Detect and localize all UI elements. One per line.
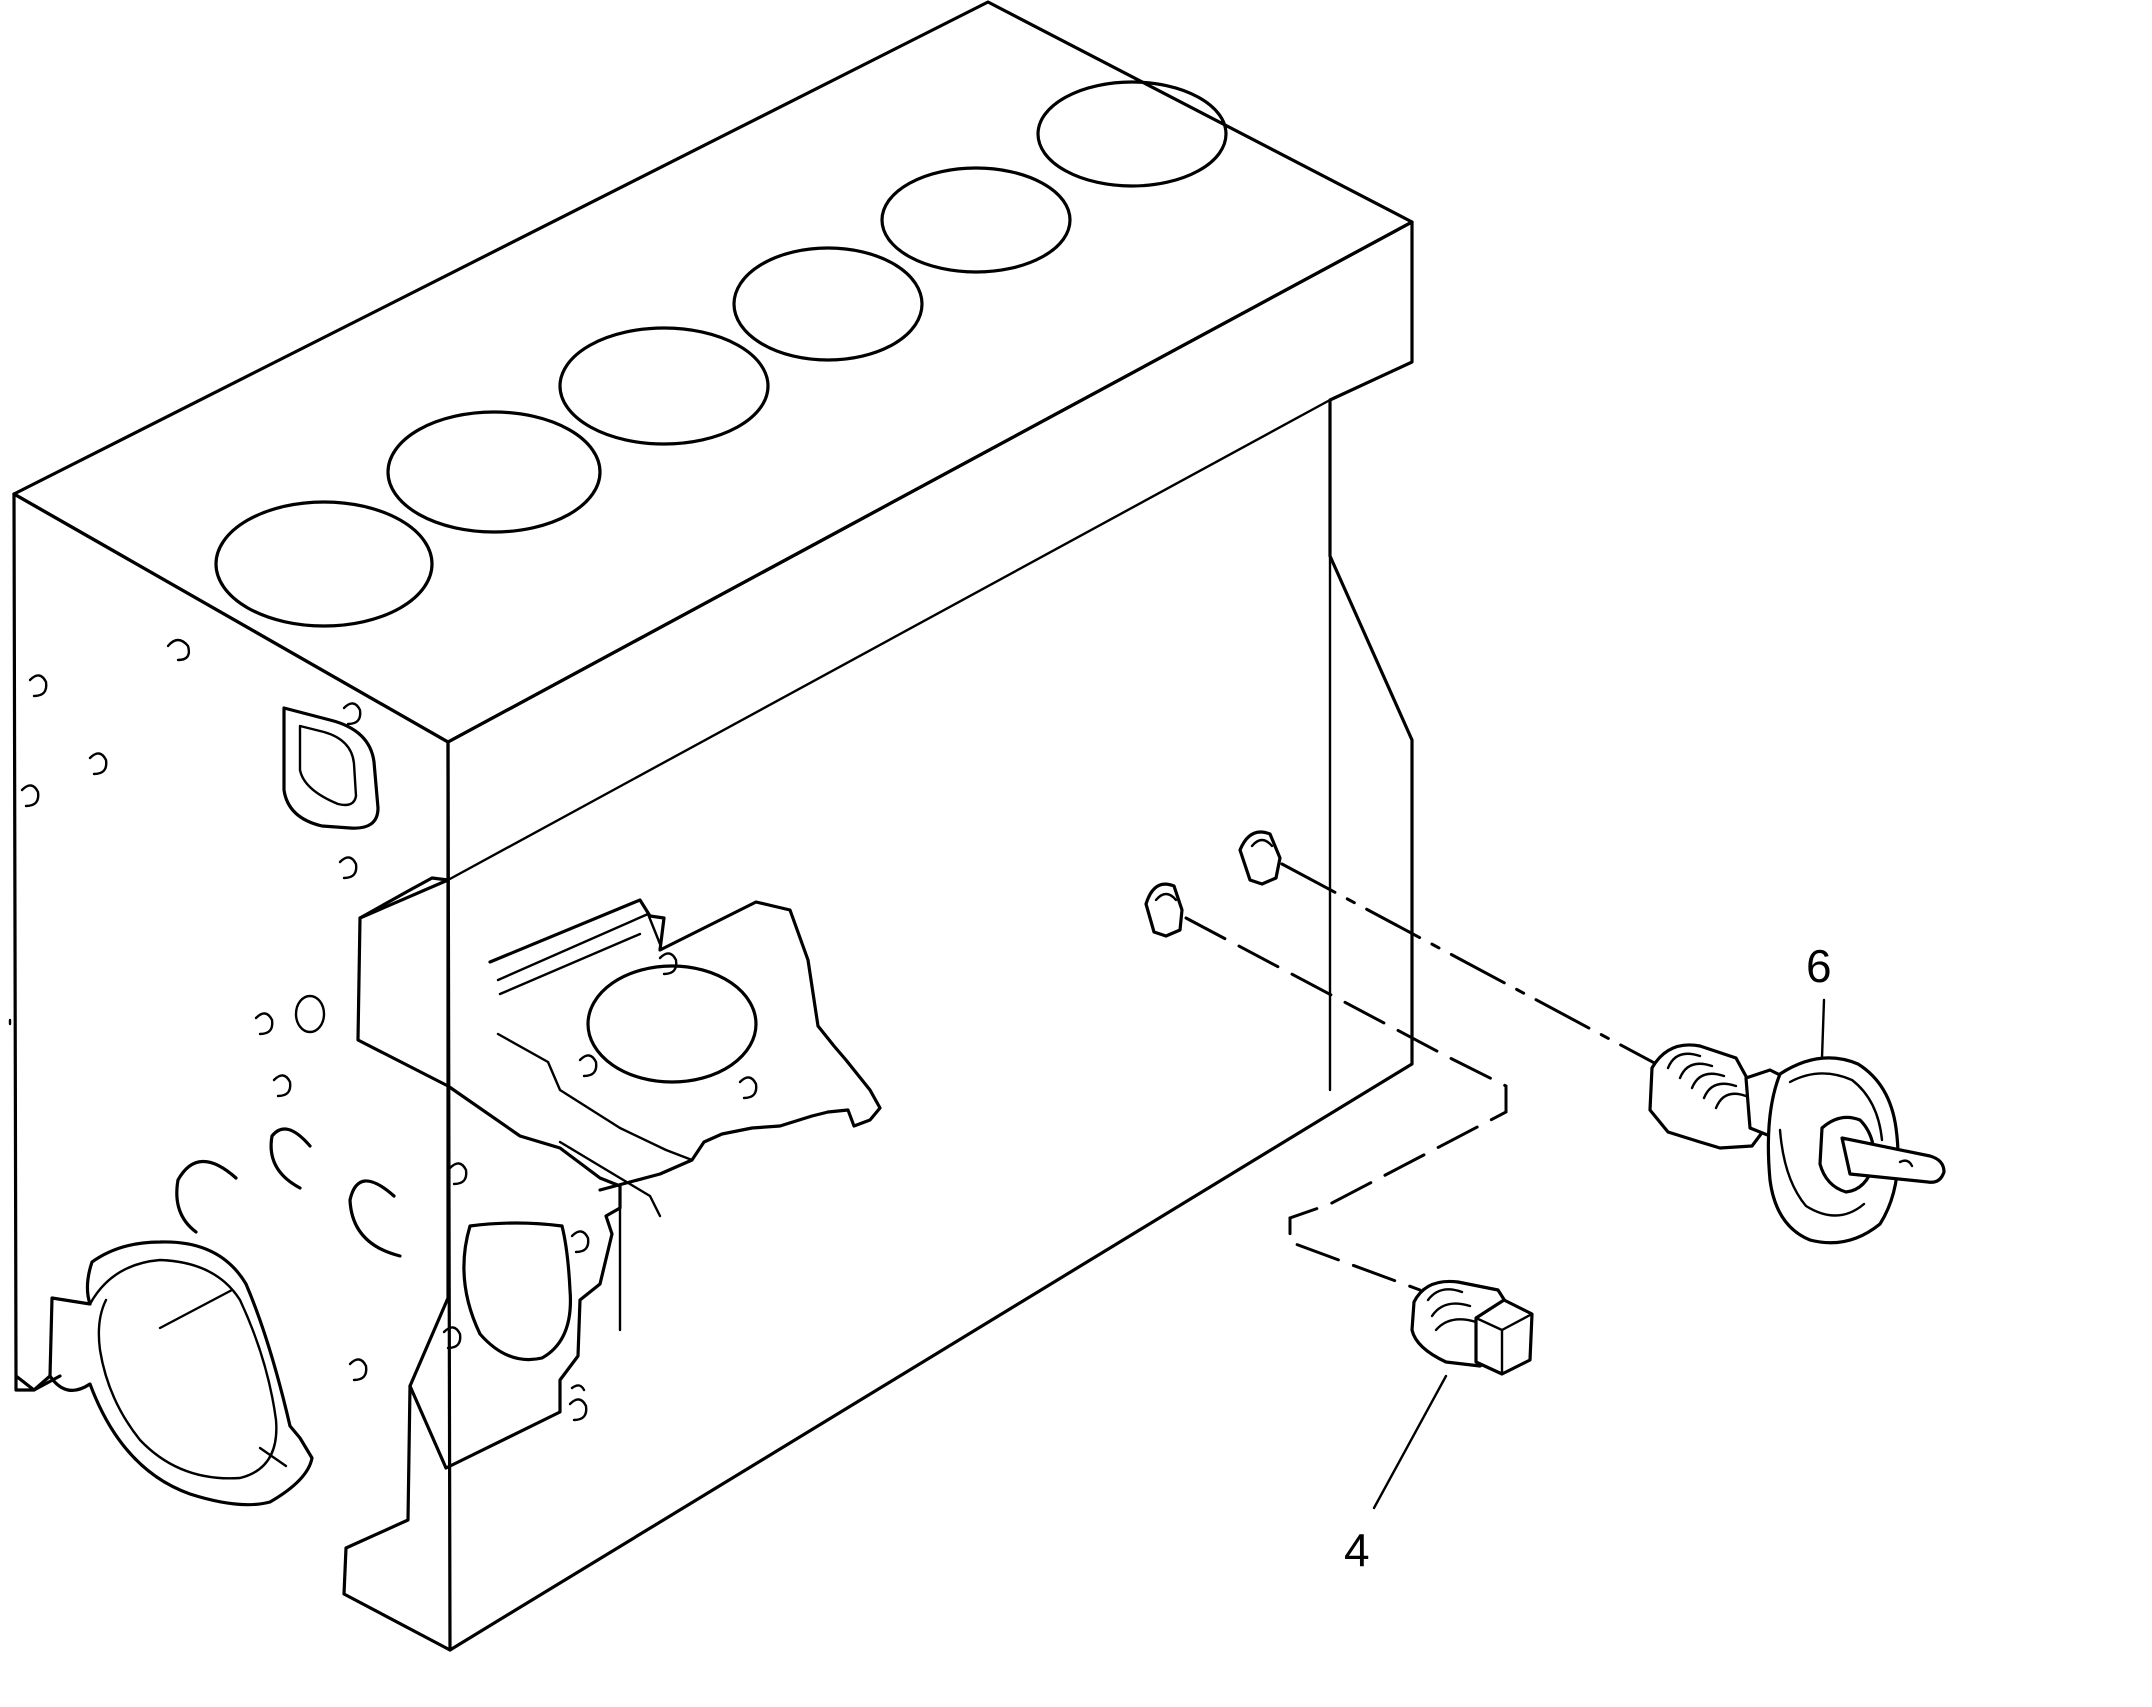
side-port-upper [1238, 830, 1282, 886]
callouts: 6 4 [1344, 940, 1832, 1576]
sender-body-rim-2 [1778, 1128, 1866, 1217]
sender-terminal-hole [1898, 1159, 1914, 1168]
cylinder-bore-3 [558, 326, 770, 446]
callout-label-4: 4 [1344, 1524, 1370, 1576]
drain-plug [1410, 1279, 1534, 1376]
rear-hole-5 [342, 702, 362, 726]
gear-pad-hole-2 [578, 1054, 598, 1078]
block-top-deck [12, 0, 1414, 744]
rear-boss-1 [294, 994, 326, 1034]
rear-hole-14 [570, 1384, 586, 1392]
sender-thread-line-3 [1690, 1072, 1726, 1090]
rear-hole-7 [254, 1012, 274, 1036]
side-ports [1144, 830, 1282, 938]
side-port-lower-inner [1154, 892, 1178, 902]
side-port-upper-inner [1250, 838, 1274, 848]
gear-pad-bore [586, 964, 758, 1084]
rear-hole-13 [570, 1230, 590, 1254]
gear-pad-hole-3 [738, 1076, 758, 1100]
block-rear-face [12, 492, 452, 1652]
plug-thread-line-2 [1430, 1302, 1472, 1318]
rear-large-bore [462, 1221, 573, 1362]
sender-body-rim [1788, 1072, 1884, 1142]
rear-hole-10 [442, 1326, 462, 1350]
housing-lower-line-1 [558, 1140, 662, 1218]
rear-hole-11 [348, 1358, 368, 1382]
plug-square-head [1474, 1298, 1534, 1376]
rear-hole-2 [28, 674, 48, 698]
gear-pad-inner-3 [496, 1032, 694, 1162]
rear-opening-1 [175, 1160, 238, 1234]
callout-label-6: 6 [1806, 940, 1832, 992]
cylinder-bore-6 [1036, 80, 1228, 188]
block-rear-face-left-edge [12, 492, 62, 1392]
sender-terminal-blade [1840, 1136, 1946, 1184]
pump-mount-face [358, 876, 622, 1470]
sender-thread-line-5 [1714, 1092, 1748, 1110]
cylinder-bore-1 [214, 500, 434, 628]
gear-pad-hole-1 [658, 952, 678, 976]
rear-face-details [8, 638, 882, 1507]
projection-lines [1184, 862, 1662, 1292]
plug-thread-line-1 [1426, 1288, 1464, 1302]
rear-window-outer [282, 706, 380, 830]
oil-pressure-sender [1648, 1043, 1946, 1245]
callout-leader-6 [1820, 998, 1826, 1060]
sender-thread [1648, 1043, 1766, 1150]
cylinder-bore-2 [386, 410, 602, 534]
gear-pad-inner-1 [496, 912, 662, 982]
plug-square-head-top [1474, 1312, 1534, 1376]
cylinder-bore-5 [880, 166, 1072, 274]
rear-hole-1 [166, 638, 191, 662]
sender-projection-line [1280, 862, 1662, 1068]
block-deck-front-band [446, 220, 1414, 1652]
crank-seal-rib-2 [258, 1446, 288, 1468]
plug-thread-line-3 [1434, 1318, 1478, 1332]
rear-window-inner [298, 724, 358, 807]
sender-thread-line-2 [1678, 1062, 1714, 1080]
rear-hole-8 [272, 1074, 292, 1098]
block-deck-band-line [446, 398, 1332, 882]
crank-seal-inner [88, 1258, 278, 1480]
gear-pad-outline [488, 898, 882, 1192]
rear-face-flange-left [14, 1374, 52, 1392]
plug-projection-line [1184, 916, 1508, 1292]
crank-seal-rib-1 [158, 1288, 234, 1330]
crank-seal-housing [48, 1240, 314, 1507]
cylinder-bores [214, 80, 1228, 628]
gear-pad-inner-2 [498, 932, 642, 996]
rear-opening-3 [348, 1179, 402, 1258]
rear-opening-2 [269, 1127, 312, 1190]
rear-hole-9 [448, 1162, 468, 1186]
rear-hole-6 [338, 856, 358, 880]
rear-hole-4 [20, 784, 40, 808]
cylinder-bore-4 [732, 246, 924, 362]
rear-hole-12 [568, 1398, 588, 1422]
callout-leader-4 [1372, 1374, 1448, 1510]
sender-thread-line-1 [1666, 1052, 1702, 1070]
rear-hole-3 [88, 752, 108, 776]
sender-thread-line-4 [1702, 1082, 1738, 1100]
engine-block [12, 0, 1414, 1652]
side-port-lower [1144, 882, 1184, 938]
